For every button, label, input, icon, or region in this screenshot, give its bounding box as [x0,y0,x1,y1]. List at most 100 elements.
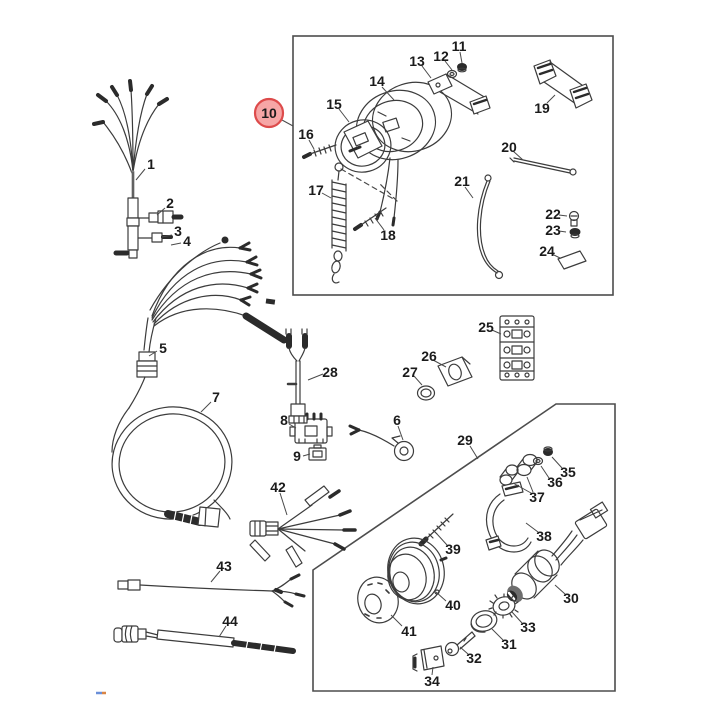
part-callout-21[interactable]: 21 [454,173,470,189]
part-callout-8[interactable]: 8 [280,412,288,428]
highlighted-part-leader-line [281,119,294,127]
part-callout-14[interactable]: 14 [369,73,385,89]
part-callout-36[interactable]: 36 [547,474,563,490]
part-callout-44[interactable]: 44 [222,613,238,629]
part-11-leader-line [459,51,463,64]
part-30-leader-line [554,584,566,595]
part-39-screw-drawing [418,513,454,547]
part-37-spacers-drawing [499,453,538,486]
part-22-screw-drawing [568,210,580,227]
part-callout-41[interactable]: 41 [401,623,417,639]
part-callout-7[interactable]: 7 [212,389,220,405]
part-33-lock-washer-drawing [488,593,519,619]
part-34-clip-drawing [412,645,445,672]
part-callout-27[interactable]: 27 [402,364,418,380]
part-callout-20[interactable]: 20 [501,139,517,155]
part-15-bezel-drawing [334,119,398,202]
part-43-lead-drawing [117,573,306,608]
part-36-washer-drawing [532,456,544,466]
part-3-leader-line [161,234,173,238]
part-16-leader-line [308,139,315,150]
part-41-leader-line [390,614,403,627]
part-24-plate-drawing [557,250,587,270]
ignition-switch-assembly-box [312,403,616,692]
part-9-leader-line [302,453,311,457]
highlighted-part-circle[interactable] [253,97,285,129]
part-18-leader-line [374,217,385,231]
part-callout-33[interactable]: 33 [520,619,536,635]
part-8-leader-line [288,423,297,429]
part-callout-35[interactable]: 35 [560,464,576,480]
part-19-bracket-drawing [533,59,593,109]
part-callout-42[interactable]: 42 [270,479,286,495]
part-callout-16[interactable]: 16 [298,126,314,142]
part-1-leader-line [135,168,146,181]
part-17-spring-drawing [331,162,347,284]
part-callout-6[interactable]: 6 [393,412,401,428]
part-callout-22[interactable]: 22 [545,206,561,222]
part-callout-43[interactable]: 43 [216,558,232,574]
part-19-leader-line [546,94,556,104]
part-24-leader-line [551,253,561,259]
part-22-leader-line [558,214,568,217]
part-callout-24[interactable]: 24 [539,243,555,259]
part-callout-1[interactable]: 1 [147,156,155,172]
part-28-lead-drawing [285,328,308,424]
part-2-leader-line [156,207,166,216]
part-callout-19[interactable]: 19 [534,100,550,116]
part-44-leader-line [218,625,227,638]
part-callout-23[interactable]: 23 [545,222,561,238]
part-25-terminal-block-drawing [499,315,535,381]
part-26-bracket-drawing [437,356,473,387]
part-32-leader-line [459,646,469,655]
part-27-leader-line [413,375,423,386]
part-callout-12[interactable]: 12 [433,48,449,64]
part-15-leader-line [338,108,350,123]
part-callout-9[interactable]: 9 [293,448,301,464]
part-34-leader-line [431,666,434,676]
part-callout-17[interactable]: 17 [308,182,324,198]
callout-layer: 1234567891112131415161718192021222324252… [135,38,579,689]
part-callout-32[interactable]: 32 [466,650,482,666]
part-callout-26[interactable]: 26 [421,348,437,364]
part-callout-18[interactable]: 18 [380,227,396,243]
part-23-cap-drawing [569,228,581,239]
part-callout-15[interactable]: 15 [326,96,342,112]
part-16-screw-drawing [302,144,337,159]
gauge-assembly-box [292,35,614,296]
part-14-gauge-drawing [355,81,453,227]
part-callout-31[interactable]: 31 [501,636,517,652]
part-28-leader-line [307,373,324,381]
part-callout-28[interactable]: 28 [322,364,338,380]
part-callout-4[interactable]: 4 [183,233,191,249]
part-callout-29[interactable]: 29 [457,432,473,448]
part-21-cable-drawing [476,174,504,280]
part-13-leader-line [421,65,432,79]
part-callout-25[interactable]: 25 [478,319,494,335]
part-20-leader-line [512,150,524,161]
part-callout-13[interactable]: 13 [409,53,425,69]
part-callout-30[interactable]: 30 [563,590,579,606]
part-27-ring-drawing [416,385,436,401]
part-callout-40[interactable]: 40 [445,597,461,613]
part-26-leader-line [432,359,447,368]
part-40-leader-line [435,591,447,602]
part-39-leader-line [436,533,448,546]
part-18-screw-drawing [353,207,387,231]
part-callout-5[interactable]: 5 [159,340,167,356]
part-3-4-connector-drawing [137,232,173,243]
part-callout-37[interactable]: 37 [529,489,545,505]
part-callout-38[interactable]: 38 [536,528,552,544]
part-2-connector-drawing [137,210,184,224]
part-9-connector-drawing [308,444,327,461]
part-callout-2[interactable]: 2 [166,195,174,211]
part-20-link-rod-drawing [509,157,577,176]
part-callout-3[interactable]: 3 [174,223,182,239]
part-35-nut-drawing [543,446,553,456]
part-5-leader-line [148,350,158,357]
part-callout-11[interactable]: 11 [452,38,467,54]
part-callout-39[interactable]: 39 [445,541,461,557]
part-callout-34[interactable]: 34 [424,673,440,689]
highlighted-part-callout[interactable]: 10 [261,105,277,121]
